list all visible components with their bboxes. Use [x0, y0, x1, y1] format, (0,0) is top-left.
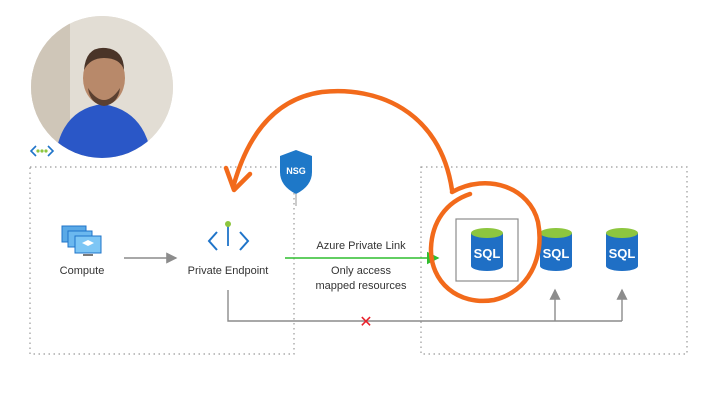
blocked-path-line [227, 290, 622, 322]
compute-label: Compute [60, 265, 105, 277]
nsg-label: NSG [286, 166, 306, 176]
azure-private-link-label: Azure Private Link [316, 240, 406, 252]
mapped-resources-label: mapped resources [315, 280, 407, 292]
vnet-boundary [29, 166, 295, 355]
presenter-avatar [31, 16, 173, 158]
sql-database-icon-1: SQL [471, 228, 503, 271]
nsg-shield-icon: NSG [280, 150, 312, 194]
orange-curved-arrow-annotation [231, 88, 455, 193]
orange-circle-annotation [428, 181, 542, 304]
sql-label-3: SQL [609, 246, 636, 261]
sql-label-1: SQL [474, 246, 501, 261]
private-endpoint-icon [207, 221, 250, 251]
compute-icon [61, 225, 102, 256]
private-endpoint-label: Private Endpoint [188, 265, 269, 277]
sql-database-icon-3: SQL [606, 228, 638, 271]
sql-label-2: SQL [543, 246, 570, 261]
sql-database-icon-2: SQL [540, 228, 572, 271]
orange-arrowhead-annotation [223, 165, 253, 193]
only-access-label: Only access [331, 265, 391, 277]
paas-boundary [420, 166, 688, 355]
vnet-icon [29, 145, 55, 157]
blocked-x-icon: ✕ [359, 312, 372, 331]
